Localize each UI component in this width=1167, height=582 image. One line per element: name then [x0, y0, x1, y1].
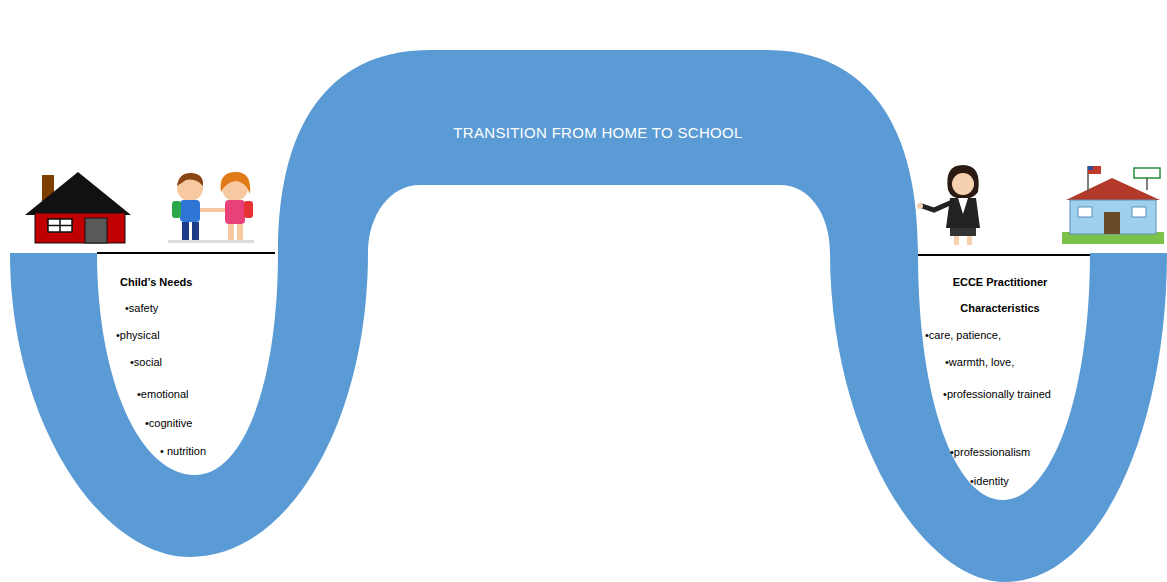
- school-icon: [1062, 166, 1164, 244]
- band-shape: [830, 253, 1167, 582]
- transition-arch: TRANSITION FROM HOME TO SCHOOL: [278, 50, 918, 253]
- heading-text: ECCE Practitioner Characteristics: [945, 269, 1055, 321]
- left-cup-band: Child’s Needs •safety •physical •social •emo…: [10, 253, 368, 557]
- list-item: •physical: [116, 327, 160, 343]
- ground-line: [918, 254, 1090, 256]
- list-item: •professionally trained: [942, 381, 1052, 407]
- list-item: • nutrition: [160, 443, 206, 459]
- house-icon: [25, 172, 131, 243]
- band-shape: [278, 50, 918, 253]
- band-outline: [10, 253, 368, 557]
- children-icon: [168, 172, 254, 243]
- list-item: •emotional: [137, 386, 189, 402]
- list-item: •cognitive: [145, 415, 192, 431]
- list-item: •professionalism: [950, 444, 1030, 460]
- right-cup-band: ECCE Practitioner Characteristics •care, …: [830, 253, 1167, 582]
- arch-title: TRANSITION FROM HOME TO SCHOOL: [398, 125, 798, 141]
- list-item: •warmth, love,: [945, 354, 1014, 370]
- heading-text: Child’s Needs: [120, 274, 192, 290]
- list-item: •social: [130, 354, 162, 370]
- list-item: •safety: [125, 300, 158, 316]
- teacher-icon: [917, 165, 980, 245]
- ground-line: [97, 252, 275, 254]
- band-outline: [278, 50, 918, 253]
- band-shape: [10, 253, 368, 557]
- list-item: •identity: [970, 473, 1009, 489]
- list-item: •care, patience,: [925, 327, 1001, 343]
